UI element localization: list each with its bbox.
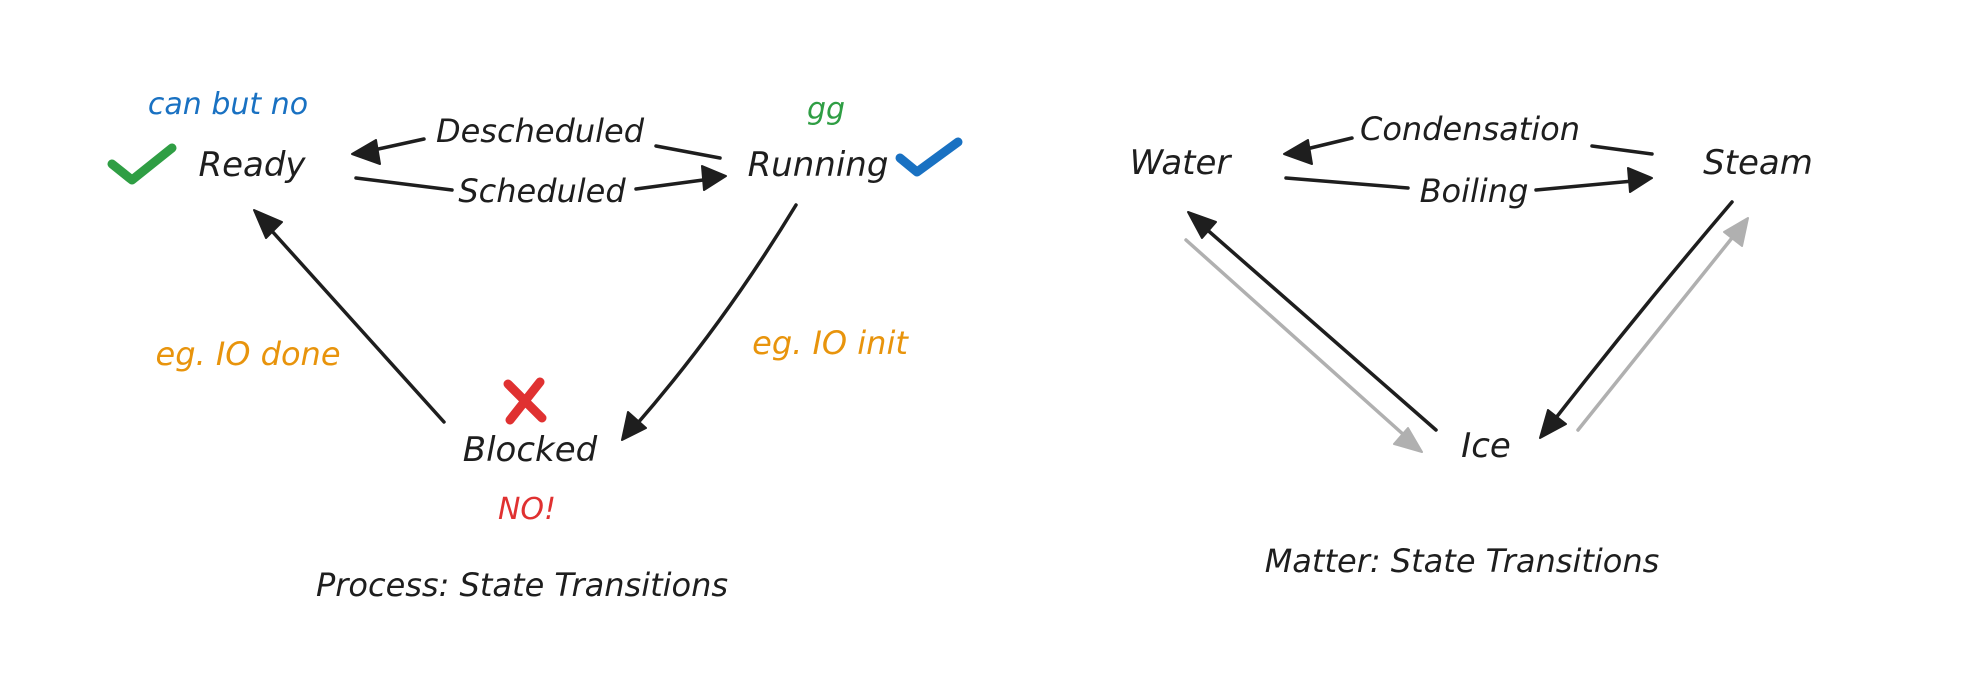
steam-state-label: Steam <box>1703 143 1813 183</box>
blocked-state-label: Blocked <box>463 430 598 470</box>
condensation-label: Condensation <box>1360 110 1580 148</box>
io-init-arrow <box>621 203 798 441</box>
ice-state-label: Ice <box>1461 426 1511 466</box>
blocked-annotation: NO! <box>498 492 556 527</box>
matter-diagram: Water Steam Ice Condensation Boiling <box>1130 110 1813 580</box>
running-annotation: gg <box>807 92 845 127</box>
process-caption: Process: State Transitions <box>316 566 728 604</box>
ready-state-label: Ready <box>198 145 306 185</box>
check-icon <box>107 143 177 185</box>
cross-icon <box>503 377 547 425</box>
check-icon <box>895 137 963 177</box>
boiling-arrow <box>1284 167 1653 193</box>
boiling-label: Boiling <box>1420 172 1529 210</box>
water-state-label: Water <box>1130 143 1233 183</box>
io-done-label: eg. IO done <box>156 335 341 373</box>
steam-to-ice-arrow <box>1539 200 1734 439</box>
scheduled-arrow <box>354 165 727 192</box>
descheduled-arrow <box>351 137 722 165</box>
condensation-arrow <box>1283 136 1654 165</box>
ready-annotation: can but no <box>148 87 308 122</box>
ice-to-steam-arrow <box>1576 217 1749 432</box>
scheduled-label: Scheduled <box>458 172 626 210</box>
running-state-label: Running <box>748 145 889 185</box>
matter-caption: Matter: State Transitions <box>1265 542 1660 580</box>
descheduled-label: Descheduled <box>436 112 645 150</box>
ice-to-water-arrow <box>1187 211 1438 432</box>
process-diagram: can but no gg NO! Ready Running Blocked … <box>107 87 963 604</box>
io-init-label: eg. IO init <box>752 324 909 362</box>
water-to-ice-arrow <box>1184 238 1423 453</box>
io-done-arrow <box>253 209 446 424</box>
